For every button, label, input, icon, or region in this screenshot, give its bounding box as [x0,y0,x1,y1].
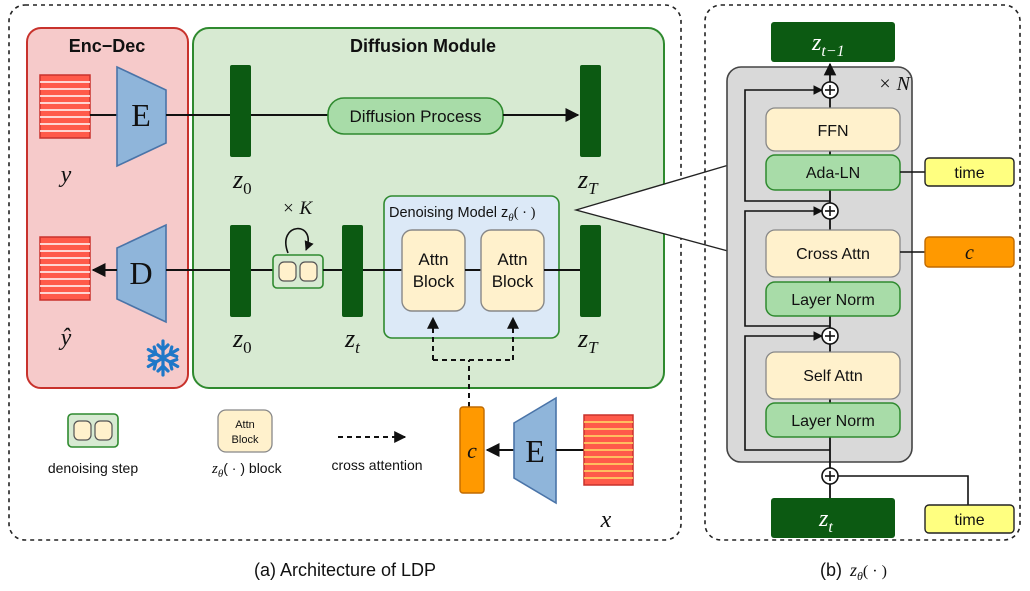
denoising-model-label: Denoising Model zθ( · ) [389,205,536,224]
y-label: y [59,162,72,188]
zT-top-bar [580,65,601,157]
cond-label: c [467,438,477,463]
cond-encoder-letter: E [525,433,545,469]
snowflake-icon [146,339,180,377]
encoder-letter: E [131,97,151,133]
encdec-title: Enc−Dec [69,36,146,56]
panel-b-caption: (b)zθ( · ) [820,560,887,583]
plus-circle-icon [821,202,839,220]
ffn-box [765,107,901,152]
time-top-label: time [954,165,984,182]
attn-block-2-line1: Attn [497,250,527,269]
attn-block-1-line2: Block [413,272,455,291]
z0-top-bar [230,65,251,157]
legend-cross-attention-label: cross attention [331,457,422,473]
cross-attn-box [765,229,901,278]
layer-norm-2-label: Layer Norm [791,413,875,430]
attn-block-1-line1: Attn [418,250,448,269]
encoder-shape [116,65,167,168]
ada-ln-label: Ada-LN [806,165,860,182]
attn-block-2-line2: Block [492,272,534,291]
plus-circle-icon [821,467,839,485]
legend-attn-block-icon [217,409,273,453]
panel-a-frame [8,4,682,541]
z-t-label: zt [818,506,833,536]
z-t-box [771,498,895,538]
decoder-shape [116,223,167,324]
legend-block-label: zθ( · ) block [211,460,283,480]
self-attn-label: Self Attn [803,368,863,385]
cross-attn-label: Cross Attn [796,246,870,263]
plus-circle-icon [821,327,839,345]
legend-denoising-step-icon [67,413,119,448]
cond-encoder-shape [513,396,557,505]
diffusion-process-label: Diffusion Process [350,107,482,126]
residual-loop-1 [744,85,830,202]
cond-c-label: c [965,242,974,264]
self-attn-box [765,351,901,400]
attn-block-1 [401,229,466,312]
y-stack [39,74,91,139]
legend-attn-block-line1: Attn [235,419,255,431]
panel-a-caption: (a) Architecture of LDP [254,560,436,580]
time-bottom-box [924,504,1015,534]
repeat-k-label: × K [282,198,314,219]
layer-norm-2-box [765,402,901,438]
zt-bar [342,225,363,317]
cond-c-box [924,236,1015,268]
repeat-arrow [285,227,314,254]
legend-denoising-step-label: denoising step [48,460,139,476]
layer-norm-1-label: Layer Norm [791,292,875,309]
z-t-minus-1-label: zt−1 [811,30,845,60]
yhat-stack [39,236,91,301]
plus-circle-icon [821,81,839,99]
z0-bottom-bar [230,225,251,317]
zT-top-label: zT [577,165,599,198]
time-bottom-label: time [954,512,984,529]
zt-label: zt [344,324,361,357]
zT-bottom-label: zT [577,324,599,357]
z0-top-label: z0 [232,165,252,198]
time-top-box [924,157,1015,187]
layer-norm-1-box [765,281,901,317]
x-label: x [600,507,612,533]
repeat-n-label: × N [878,73,911,95]
residual-loop-3 [744,331,830,451]
decoder-letter: D [129,255,152,291]
ffn-label: FFN [817,123,848,140]
z-t-minus-1-box [771,22,895,62]
legend-attn-block-line2: Block [232,434,259,446]
panel-b-frame [704,4,1021,541]
diffusion-module-title: Diffusion Module [350,36,496,56]
zT-bottom-bar [580,225,601,317]
x-stack [583,414,634,486]
cond-bar [459,406,485,494]
z0-bottom-label: z0 [232,324,252,357]
attn-block-2 [480,229,545,312]
denoising-step-box [272,254,324,289]
residual-loop-2 [744,206,830,327]
yhat-label: ŷ [59,325,72,351]
